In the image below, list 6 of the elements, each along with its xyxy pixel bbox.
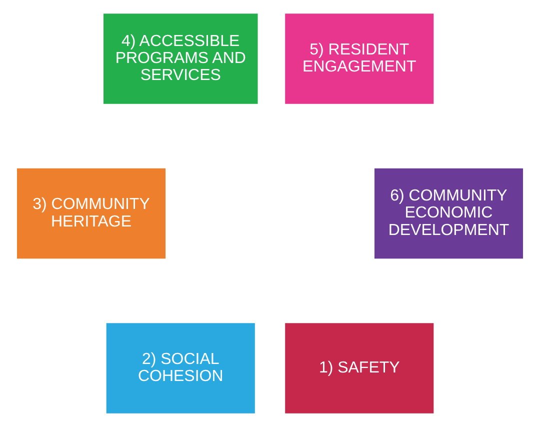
node-box: 5) RESIDENT ENGAGEMENT — [285, 13, 434, 104]
node-box: 1) SAFETY — [285, 322, 434, 413]
node-box: 6) COMMUNITY ECONOMIC DEVELOPMENT — [374, 168, 524, 258]
node-box: 3) COMMUNITY HERITAGE — [16, 168, 166, 258]
node-box: 4) ACCESSIBLE PROGRAMS AND SERVICES — [104, 13, 258, 104]
node-box: 2) SOCIAL COHESION — [106, 322, 255, 413]
